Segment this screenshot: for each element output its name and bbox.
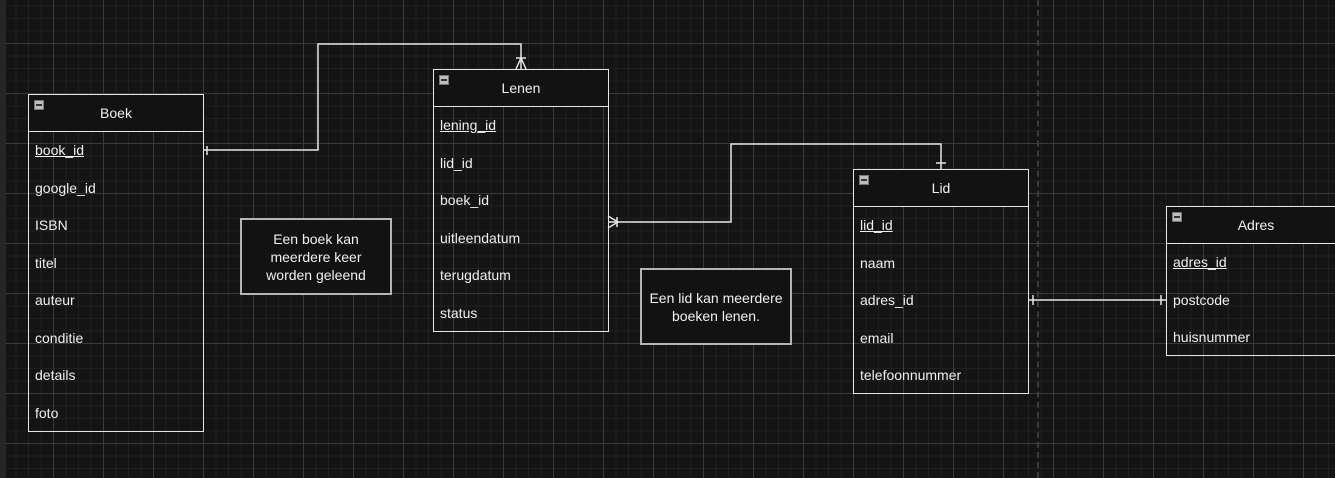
primary-key-field: adres_id	[1173, 254, 1227, 270]
field-row[interactable]: boek_id	[434, 182, 608, 220]
note-text: Een lid kan meerdere boeken lenen.	[649, 289, 783, 324]
field-name: telefoonnummer	[860, 367, 962, 383]
field-name: titel	[35, 254, 57, 271]
field-row[interactable]: email	[854, 320, 1028, 358]
field-row[interactable]: lid_id	[854, 207, 1028, 245]
crowfoot-marker	[515, 56, 527, 70]
field-name: huisnummer	[1173, 329, 1251, 345]
field-name: google_id	[35, 179, 96, 196]
entity-header[interactable]: Lid	[854, 170, 1028, 207]
field-row[interactable]: adres_id	[854, 282, 1028, 320]
field-row[interactable]: telefoonnummer	[854, 357, 1028, 395]
field-name: details	[35, 367, 76, 383]
collapse-icon[interactable]	[439, 75, 449, 85]
primary-key-field: lening_id	[440, 117, 497, 133]
entity-header[interactable]: Lenen	[434, 70, 608, 107]
field-name: terugdatum	[440, 267, 511, 283]
field-name: email	[860, 329, 894, 346]
field-name: ISBN	[35, 217, 68, 233]
field-name: foto	[35, 404, 59, 421]
field-name: postcode	[1173, 291, 1230, 308]
entity-header[interactable]: Boek	[29, 95, 203, 132]
primary-key-field: book_id	[35, 142, 85, 158]
canvas-left-edge	[0, 0, 6, 478]
field-row[interactable]: terugdatum	[434, 257, 608, 295]
crowfoot-marker	[607, 215, 620, 229]
note-lid[interactable]: Een lid kan meerdere boeken lenen.	[640, 268, 792, 345]
page-break-line	[1037, 0, 1039, 478]
field-name: conditie	[35, 329, 84, 346]
entity-lenen[interactable]: Lenen lening_id lid_id boek_id uitleenda…	[433, 69, 609, 332]
entity-lid[interactable]: Lid lid_id naam adres_id email telefoonn…	[853, 169, 1029, 394]
entity-title: Lid	[931, 180, 951, 196]
relationship-lid-lenen[interactable]	[607, 143, 946, 229]
entity-title: Boek	[100, 105, 132, 121]
entity-title: Adres	[1237, 217, 1275, 233]
field-row[interactable]: postcode	[1167, 282, 1335, 320]
relationship-boek-lenen[interactable]	[204, 43, 527, 155]
field-row[interactable]: naam	[854, 245, 1028, 283]
field-row[interactable]: titel	[29, 245, 203, 283]
collapse-icon[interactable]	[1172, 212, 1182, 222]
field-row[interactable]: ISBN	[29, 207, 203, 245]
field-row[interactable]: status	[434, 295, 608, 333]
field-row[interactable]: uitleendatum	[434, 220, 608, 258]
field-row[interactable]: details	[29, 357, 203, 395]
field-row[interactable]: lid_id	[434, 145, 608, 183]
collapse-icon[interactable]	[34, 100, 44, 110]
relationship-lid-adres[interactable]	[1028, 295, 1167, 305]
field-name: auteur	[35, 292, 75, 308]
field-name: status	[440, 304, 478, 321]
field-name: boek_id	[440, 192, 490, 208]
field-row[interactable]: foto	[29, 395, 203, 433]
field-row[interactable]: adres_id	[1167, 244, 1335, 282]
field-name: uitleendatum	[440, 229, 521, 246]
entity-boek[interactable]: Boek book_id google_id ISBN titel auteur…	[28, 94, 204, 432]
field-row[interactable]: google_id	[29, 170, 203, 208]
field-row[interactable]: lening_id	[434, 107, 608, 145]
field-name: naam	[860, 254, 896, 271]
field-row[interactable]: auteur	[29, 282, 203, 320]
field-row[interactable]: book_id	[29, 132, 203, 170]
note-boek[interactable]: Een boek kan meerdere keer worden geleen…	[240, 218, 392, 295]
field-name: lid_id	[440, 154, 473, 171]
primary-key-field: lid_id	[860, 217, 893, 233]
field-row[interactable]: huisnummer	[1167, 319, 1335, 357]
entity-title: Lenen	[501, 80, 541, 96]
entity-adres[interactable]: Adres adres_id postcode huisnummer	[1166, 206, 1335, 356]
entity-header[interactable]: Adres	[1167, 207, 1335, 244]
field-name: adres_id	[860, 292, 914, 308]
collapse-icon[interactable]	[859, 175, 869, 185]
field-row[interactable]: conditie	[29, 320, 203, 358]
note-text: Een boek kan meerdere keer worden geleen…	[266, 230, 366, 283]
